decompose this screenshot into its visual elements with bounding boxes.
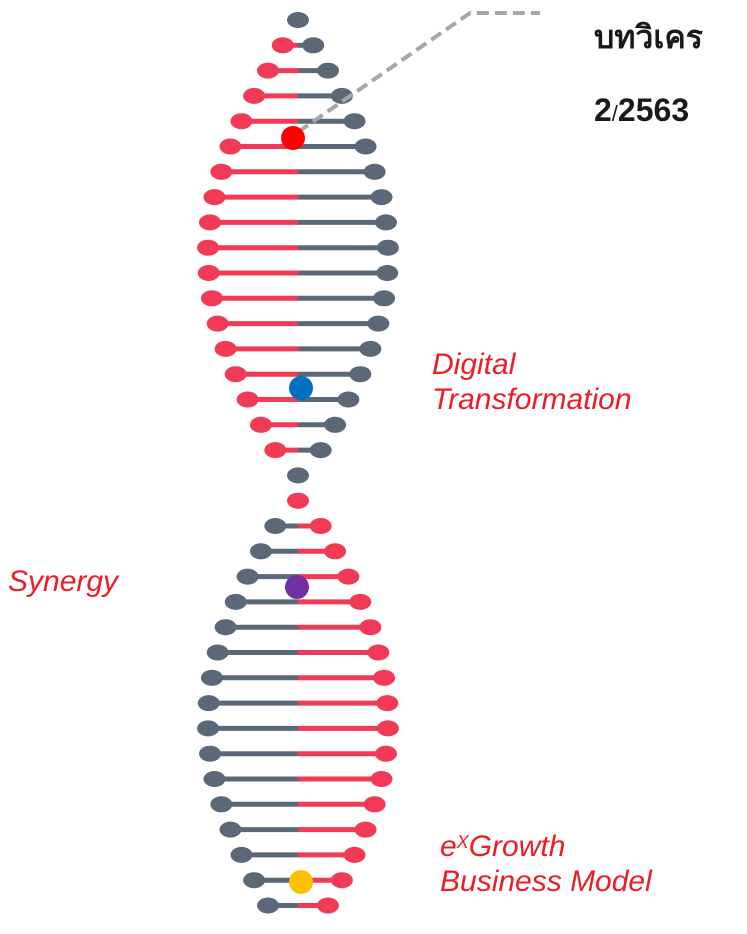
helix-end-right	[363, 796, 386, 813]
helix-end-right	[374, 214, 397, 231]
helix-end-right	[359, 619, 382, 636]
helix-end-left	[249, 416, 272, 433]
helix-end-right	[354, 138, 377, 155]
helix-end-right	[349, 366, 372, 383]
marker-purple	[285, 575, 309, 599]
helix-end-right	[324, 416, 347, 433]
helix-end-left	[199, 745, 222, 762]
helix-end-left	[214, 619, 237, 636]
helix-end-right	[316, 897, 339, 914]
helix-end-right	[370, 771, 393, 787]
label-growth-word: Growth	[468, 830, 566, 863]
helix-end-right	[363, 163, 386, 180]
helix-end-left	[206, 315, 229, 332]
helix-end-right	[373, 290, 396, 307]
helix-end-right	[324, 543, 347, 560]
helix-end-right	[376, 695, 399, 712]
label-growth-superscript: X	[456, 832, 469, 852]
title-part-b: 2563	[617, 92, 690, 128]
helix-end-right	[343, 113, 366, 130]
helix-end-right	[376, 265, 399, 281]
helix-end-left	[243, 87, 266, 104]
helix-end-left	[224, 366, 247, 383]
label-growth-base: e	[440, 830, 457, 863]
helix-end-left	[214, 340, 237, 357]
label-digital-transformation: Digital Transformation	[432, 347, 632, 417]
helix-end-left	[249, 543, 272, 560]
label-digital-line1: Digital	[432, 348, 516, 381]
helix-end-left	[236, 391, 259, 408]
helix-end-right	[316, 62, 339, 79]
helix-end-left	[219, 138, 242, 155]
helix-end-left	[197, 720, 220, 737]
helix-end-left	[224, 593, 247, 610]
helix-end-left	[210, 796, 233, 813]
label-growth-line2: Business Model	[440, 865, 652, 898]
helix-end-right	[367, 644, 390, 661]
helix-end-right	[354, 821, 377, 838]
helix-end-left	[230, 113, 253, 130]
title-separator: /	[611, 101, 618, 126]
helix-end-left	[257, 897, 280, 914]
marker-blue	[289, 376, 313, 400]
helix-end-left	[264, 518, 287, 534]
helix-end-right	[359, 340, 382, 357]
helix-end-left	[200, 290, 223, 307]
helix-end-right	[337, 568, 360, 585]
helix-end-right	[367, 315, 390, 332]
title-line-2: 2/2563	[594, 92, 689, 129]
leader-line	[296, 11, 540, 134]
helix-end-right	[302, 37, 325, 54]
helix-end-left	[203, 189, 226, 206]
helix-end-left	[219, 821, 242, 838]
helix-end-right	[373, 669, 396, 686]
helix-end-right	[330, 872, 353, 889]
helix-end-left	[197, 239, 220, 256]
helix-end-left	[206, 644, 229, 661]
label-digital-line2: Transformation	[432, 383, 632, 416]
helix-end-left	[243, 872, 266, 889]
helix-end-right	[370, 189, 393, 206]
helix-end-left	[257, 62, 280, 79]
helix-end-left	[200, 669, 223, 686]
helix-crossover	[287, 492, 309, 509]
label-synergy: Synergy	[8, 565, 119, 598]
marker-red	[281, 126, 305, 150]
helix-end-right	[376, 720, 399, 737]
helix-end-right	[376, 239, 399, 256]
label-growth-line1: eXGrowth	[440, 829, 652, 864]
helix-end-right	[374, 745, 397, 762]
marker-yellow	[289, 870, 313, 894]
helix-crossover	[287, 12, 309, 28]
title-part-a: 2	[594, 92, 612, 128]
helix-crossover	[287, 467, 309, 484]
helix-end-left	[264, 442, 287, 459]
helix-end-left	[236, 568, 259, 585]
helix-end-right	[309, 442, 332, 459]
helix-end-right	[337, 391, 360, 408]
helix-end-right	[343, 846, 366, 863]
helix-end-left	[199, 214, 222, 231]
helix-end-left	[203, 771, 226, 787]
title-line-1: บทวิเคร	[594, 18, 703, 56]
helix-end-left	[197, 695, 220, 712]
label-growth-business-model: eXGrowth Business Model	[440, 829, 652, 899]
helix-end-right	[309, 518, 332, 534]
helix-end-right	[349, 593, 372, 610]
helix-end-left	[230, 846, 253, 863]
helix-end-left	[210, 163, 233, 180]
helix-end-left	[271, 37, 294, 54]
helix-end-left	[197, 265, 220, 281]
